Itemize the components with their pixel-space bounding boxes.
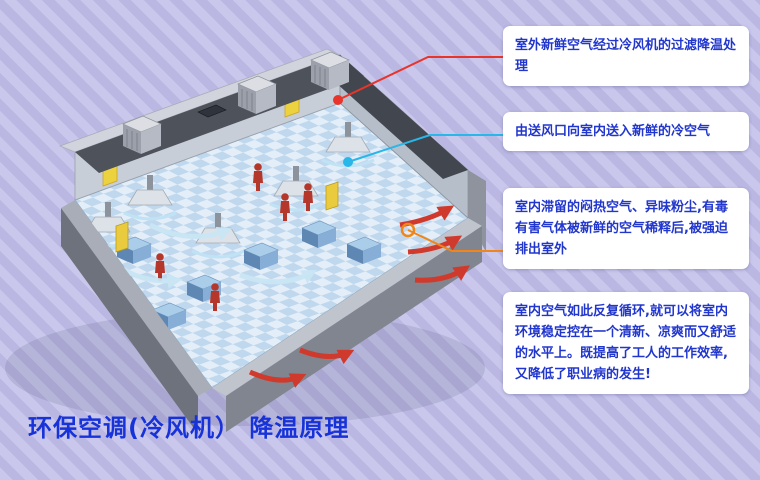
connector-line-exhaust xyxy=(407,229,503,252)
yellow-cabinet xyxy=(325,181,339,211)
yellow-cabinet xyxy=(115,221,129,253)
callout-outdoor-air: 室外新鲜空气经过冷风机的过滤降温处理 xyxy=(503,26,749,87)
front-left-wall-top xyxy=(61,200,212,396)
callout-supply-air: 由送风口向室内送入新鲜的冷空气 xyxy=(503,112,749,152)
callout-text: 室外新鲜空气经过冷风机的过滤降温处理 xyxy=(515,38,737,75)
front-left-wall xyxy=(61,208,198,434)
callout-text: 室内滞留的闷热空气、异味粉尘,有毒有害气体被新鲜的空气稀释后,被强迫排出室外 xyxy=(515,200,728,258)
page-title: 环保空调(冷风机） 降温原理 xyxy=(28,414,350,442)
roof-strip-right xyxy=(315,55,468,179)
connector-line-supply-air xyxy=(347,134,503,163)
marker-ring-exhaust xyxy=(400,222,416,238)
marker-dot-supply-air xyxy=(343,157,353,167)
roof-vent-grille xyxy=(197,104,227,118)
connectors xyxy=(333,56,503,252)
callout-exhaust-air: 室内滞留的闷热空气、异味粉尘,有毒有害气体被新鲜的空气稀释后,被强迫排出室外 xyxy=(503,188,749,270)
factory-building xyxy=(58,48,486,434)
callout-text: 由送风口向室内送入新鲜的冷空气 xyxy=(515,124,711,139)
callout-text: 室内空气如此反复循环,就可以将室内环境稳定控在一个清新、凉爽而又舒适的水平上。既… xyxy=(515,304,737,383)
callout-circulation: 室内空气如此反复循环,就可以将室内环境稳定控在一个清新、凉爽而又舒适的水平上。既… xyxy=(503,292,749,395)
front-right-wall-top xyxy=(212,218,482,396)
marker-dot-outdoor-air xyxy=(333,95,343,105)
connector-line-outdoor-air xyxy=(337,56,503,101)
